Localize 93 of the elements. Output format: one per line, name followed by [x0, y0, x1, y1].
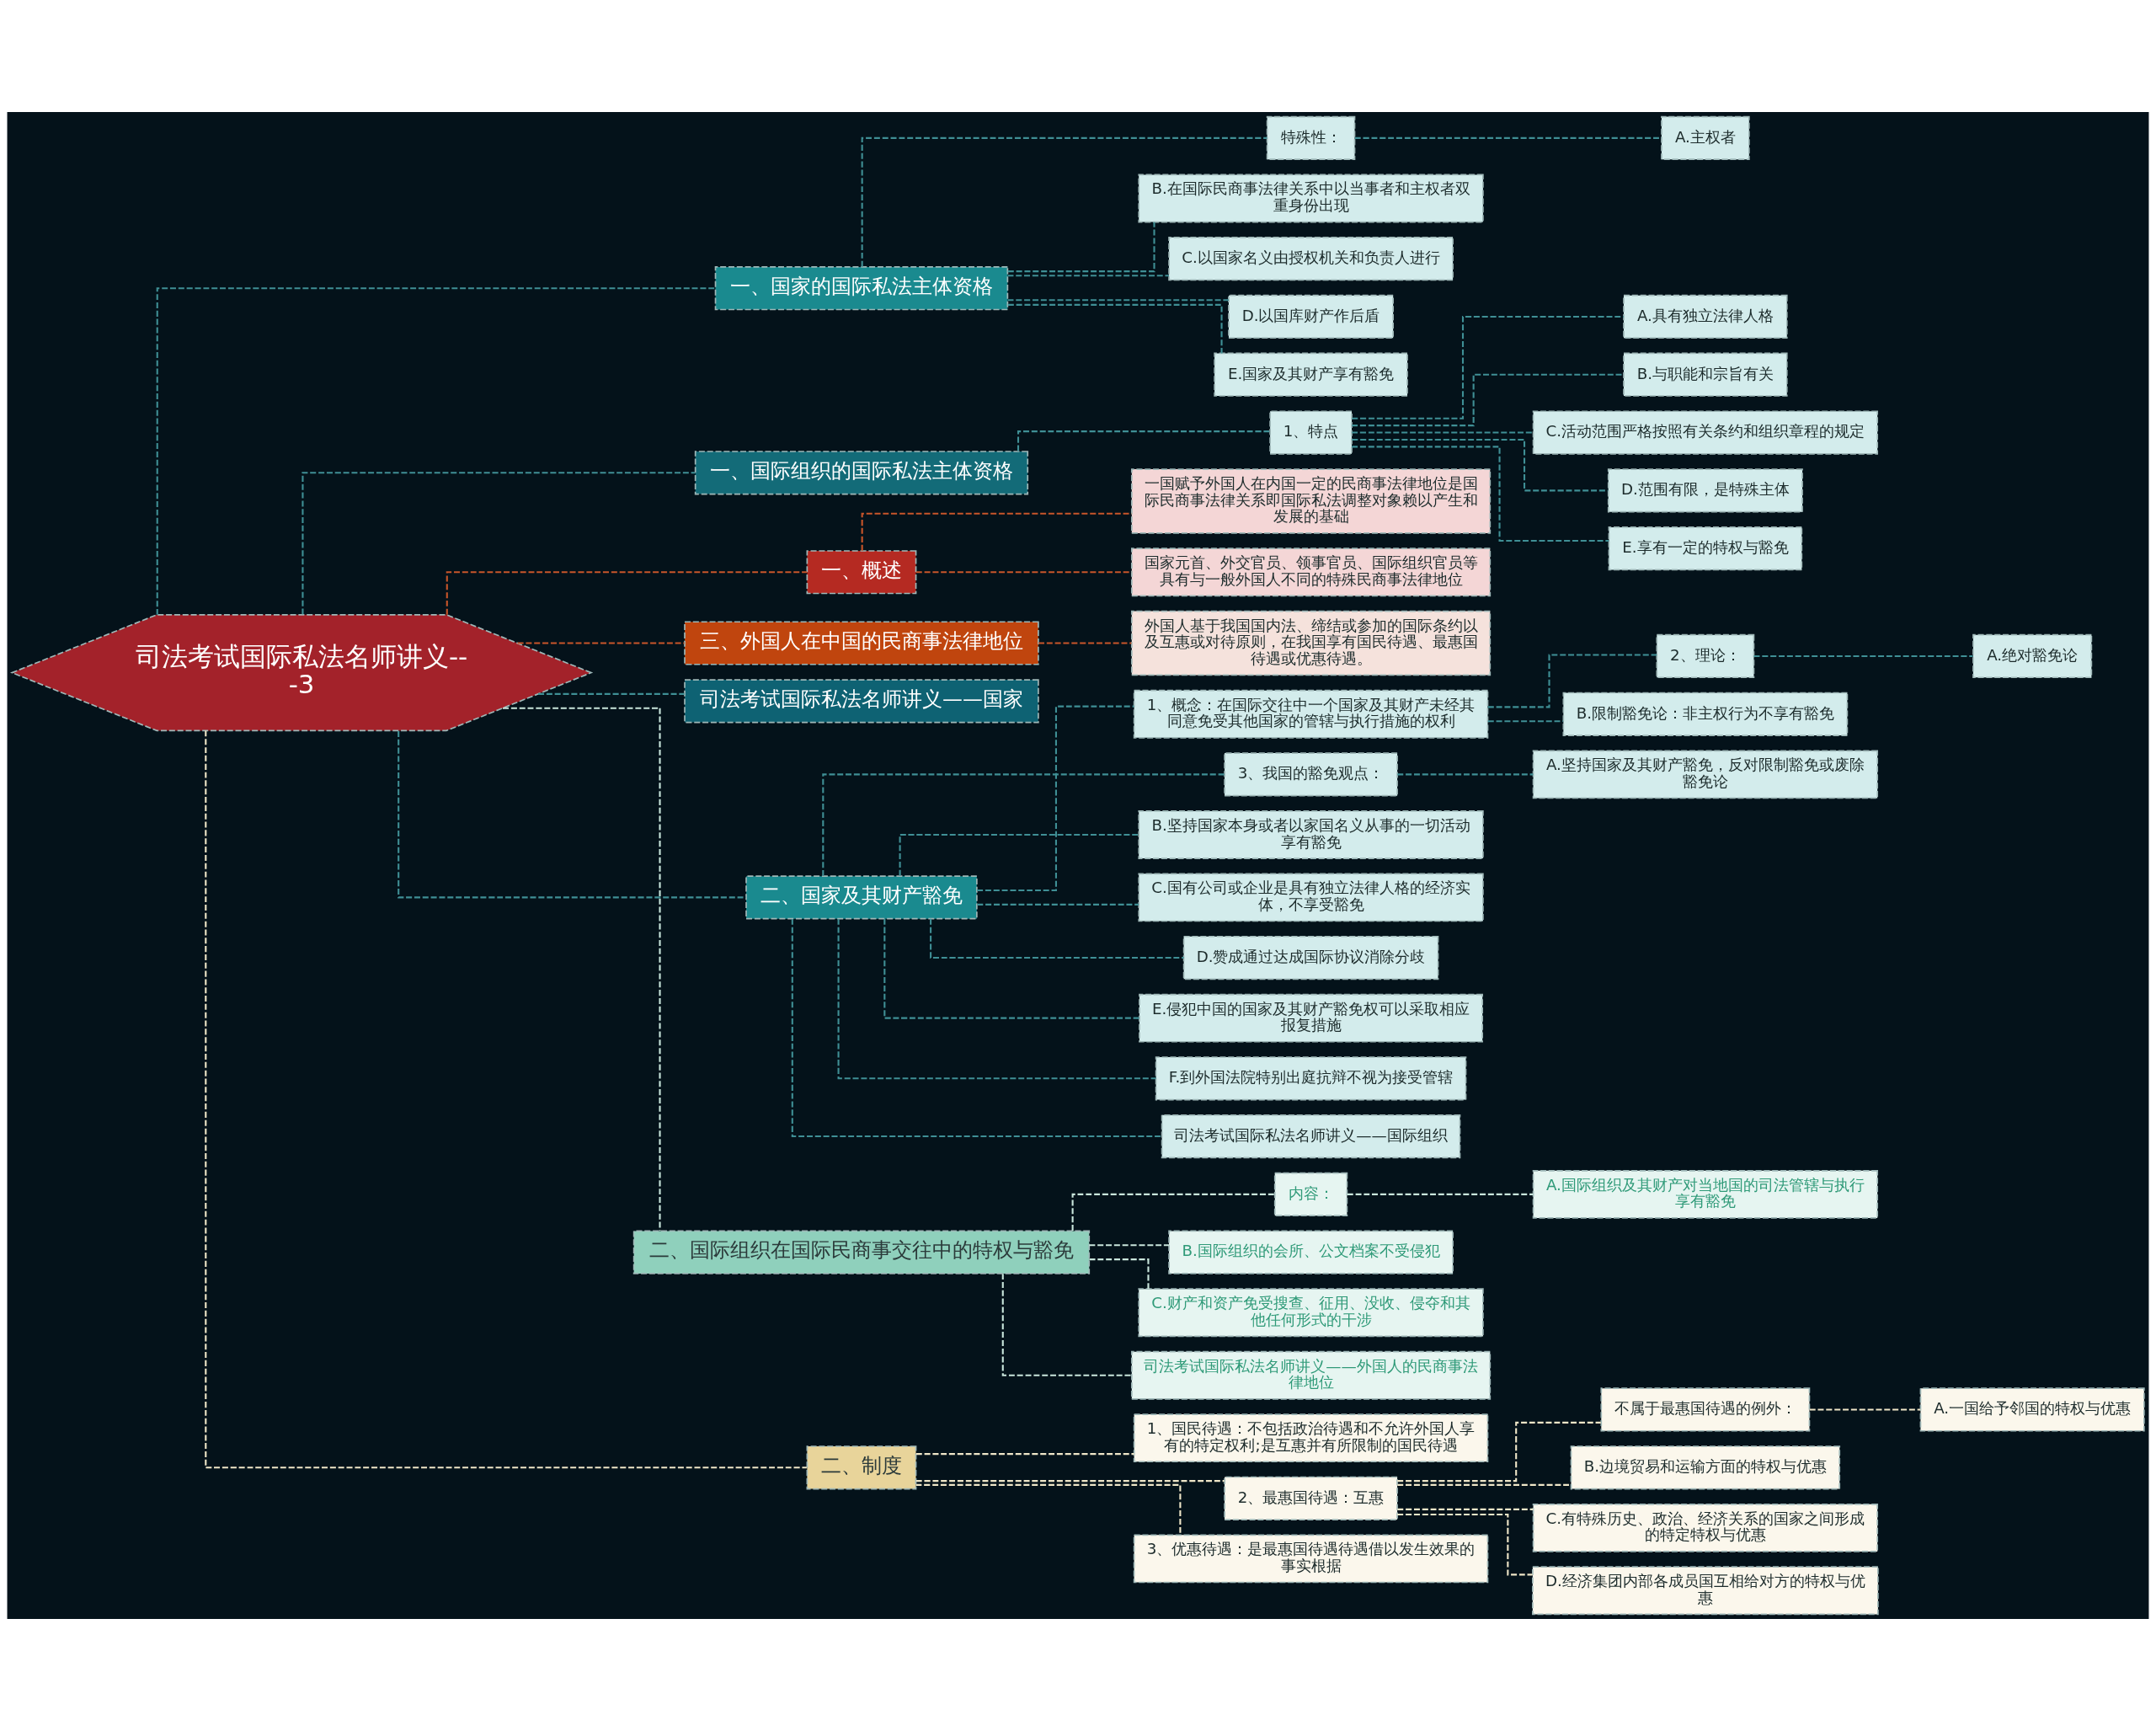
connector	[1354, 136, 1662, 139]
connector	[1753, 654, 1973, 657]
node-box: 一、国家的国际私法主体资格	[714, 266, 1009, 311]
node-box: E.国家及其财产享有豁免	[1214, 352, 1408, 397]
connector	[915, 571, 1132, 574]
connector	[1007, 275, 1170, 277]
node-box: 1、国民待遇：不包括政治待遇和不允许外国人享有的特定权利;是互惠并有所限制的国民待遇	[1133, 1413, 1489, 1463]
node-box: C.财产和资产免受搜查、征用、没收、侵夺和其他任何形式的干涉	[1138, 1288, 1484, 1338]
node-box: 司法考试国际私法名师讲义——外国人的民商事法律地位	[1130, 1350, 1492, 1400]
connector	[1352, 431, 1534, 434]
connector	[1397, 1421, 1601, 1483]
connector	[883, 919, 1139, 1019]
node-box: D.赞成通过达成国际协议消除分歧	[1182, 935, 1439, 980]
connector	[502, 707, 661, 1231]
connector	[302, 472, 696, 615]
node-box: 1、概念：在国际交往中一个国家及其财产未经其同意免受其他国家的管辖与执行措施的权利	[1133, 689, 1489, 739]
connector	[1089, 1258, 1150, 1290]
node-box: 3、我国的豁免观点：	[1224, 752, 1398, 797]
connector	[1001, 1274, 1132, 1376]
node-box: A.坚持国家及其财产豁免，反对限制豁免或废除豁免论	[1532, 750, 1879, 799]
node-box: F.到外国法院特别出庭抗辩不视为接受管辖	[1155, 1056, 1467, 1101]
connector	[837, 918, 1156, 1080]
node-box: B.限制豁免论：非主权行为不享有豁免	[1562, 692, 1849, 736]
node-box: 国家元首、外交官员、领事官员、国际组织官员等具有与一般外国人不同的特殊民商事法律地位	[1130, 548, 1492, 597]
node-box: 外国人基于我国国内法、缔结或参加的国际条约以及互惠或对待原则，在我国享有国民待遇、最惠国待遇或优惠待遇。	[1130, 610, 1492, 676]
node-box: D.以国库财产作后盾	[1228, 294, 1394, 339]
connector	[1352, 446, 1609, 542]
node-box: A.绝对豁免论	[1972, 633, 2093, 679]
connector	[398, 731, 746, 899]
connector	[822, 773, 1225, 876]
connector	[861, 512, 1132, 551]
connector	[205, 730, 807, 1469]
node-box: E.享有一定的特权与豁免	[1608, 526, 1803, 571]
node-box: 内容：	[1273, 1172, 1348, 1216]
node-box: 一国赋予外国人在内国一定的民商事法律地位是国际民商事法律关系即国际私法调整对象赖以产生和发展的基础	[1130, 468, 1492, 534]
node-box: 二、制度	[806, 1445, 917, 1490]
connector	[1347, 1193, 1534, 1195]
connector	[1487, 720, 1564, 723]
node-box: B.国际组织的会所、公文档案不受侵犯	[1168, 1230, 1454, 1274]
connector	[1809, 1408, 1921, 1411]
connector	[1089, 1244, 1169, 1247]
connector	[915, 1480, 1225, 1483]
node-box: 司法考试国际私法名师讲义——国际组织	[1161, 1114, 1461, 1159]
node-box: 一、国际组织的国际私法主体资格	[694, 451, 1029, 495]
connector	[1397, 773, 1534, 776]
connector	[791, 919, 1162, 1138]
connector	[1007, 299, 1229, 302]
connector	[1007, 222, 1155, 273]
node-box: B.坚持国家本身或者以家国名义从事的一切活动享有豁免	[1138, 810, 1484, 859]
node-box: 不属于最惠国待遇的例外：	[1600, 1387, 1811, 1432]
connector	[517, 642, 685, 644]
node-box: 1、特点	[1269, 410, 1353, 455]
connector	[1397, 1508, 1534, 1510]
node-box: 二、国际组织在国际民商事交往中的特权与豁免	[632, 1230, 1091, 1274]
node-box: A.主权者	[1661, 115, 1750, 160]
node-box: D.经济集团内部各成员国互相给对方的特权与优惠	[1532, 1566, 1879, 1616]
connector	[538, 692, 685, 695]
node-box: C.有特殊历史、政治、经济关系的国家之间形成的特定特权与优惠	[1532, 1503, 1879, 1552]
node-box: B.在国际民商事法律关系中以当事者和主权者双重身份出现	[1138, 174, 1484, 223]
node-box: 2、理论：	[1656, 633, 1755, 679]
node-box: 2、最惠国待遇：互惠	[1224, 1476, 1398, 1520]
node-box: 三、外国人在中国的民商事法律地位	[684, 621, 1039, 665]
connector	[1071, 1193, 1275, 1231]
node-box: 二、国家及其财产豁免	[745, 875, 978, 920]
connector	[930, 918, 1184, 959]
connector	[1352, 315, 1624, 419]
connector	[446, 571, 808, 615]
node-box: A.国际组织及其财产对当地国的司法管辖与执行享有豁免	[1532, 1169, 1879, 1219]
connector	[977, 705, 1134, 892]
connector	[899, 833, 1139, 876]
connector	[1038, 642, 1132, 644]
node-box: C.以国家名义由授权机关和负责人进行	[1168, 237, 1454, 281]
connector	[861, 136, 1267, 267]
connector	[1007, 303, 1223, 354]
node-box: 司法考试国际私法名师讲义——国家	[684, 679, 1039, 724]
node-box: 特殊性：	[1266, 115, 1356, 160]
connector	[1352, 373, 1624, 427]
connector	[915, 1453, 1134, 1456]
node-box: C.国有公司或企业是具有独立法律人格的经济实体，不享受豁免	[1138, 873, 1484, 922]
connector	[1487, 654, 1657, 708]
connector	[977, 903, 1139, 906]
node-box: E.侵犯中国的国家及其财产豁免权可以采取相应报复措施	[1139, 993, 1484, 1043]
connector	[915, 1483, 1182, 1536]
node-box: C.活动范围严格按照有关条约和组织章程的规定	[1532, 410, 1879, 455]
node-box: B.与职能和宗旨有关	[1623, 352, 1788, 397]
node-box: 一、概述	[806, 550, 917, 595]
node-box: A.具有独立法律人格	[1623, 294, 1788, 339]
node-box: D.范围有限，是特殊主体	[1607, 468, 1803, 513]
node-box: 3、优惠待遇：是最惠国待遇待遇借以发生效果的事实根据	[1133, 1534, 1489, 1584]
connector	[156, 287, 716, 615]
node-box: A.一国给予邻国的特权与优惠	[1919, 1387, 2145, 1432]
connector	[1397, 1483, 1572, 1486]
node-box: B.边境贸易和运输方面的特权与优惠	[1570, 1445, 1841, 1490]
